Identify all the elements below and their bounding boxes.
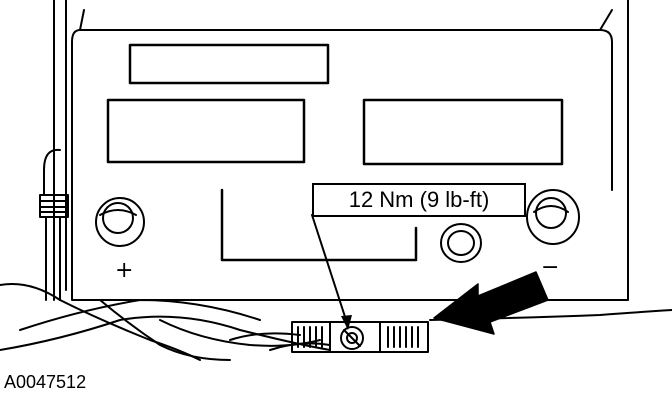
sensor-cable [0, 148, 69, 301]
positive-terminal-post [95, 197, 145, 247]
torque-spec-label: 12 Nm (9 lb-ft) [312, 183, 526, 217]
indicator-arrow-icon [433, 271, 549, 335]
leader-arrowhead [341, 315, 352, 330]
bolt-icon [340, 326, 364, 350]
left-label-panel [106, 98, 306, 164]
vent-cap [440, 223, 482, 263]
center-label-panel [220, 188, 418, 262]
negative-terminal-label: − [541, 255, 560, 280]
right-label-panel [362, 98, 564, 166]
figure-id: A0047512 [4, 372, 87, 392]
leader-line [311, 214, 349, 327]
hold-down-clamp [291, 321, 429, 353]
negative-terminal-post [526, 189, 580, 245]
positive-terminal-label: + [115, 258, 134, 283]
top-label-panel [128, 43, 330, 85]
